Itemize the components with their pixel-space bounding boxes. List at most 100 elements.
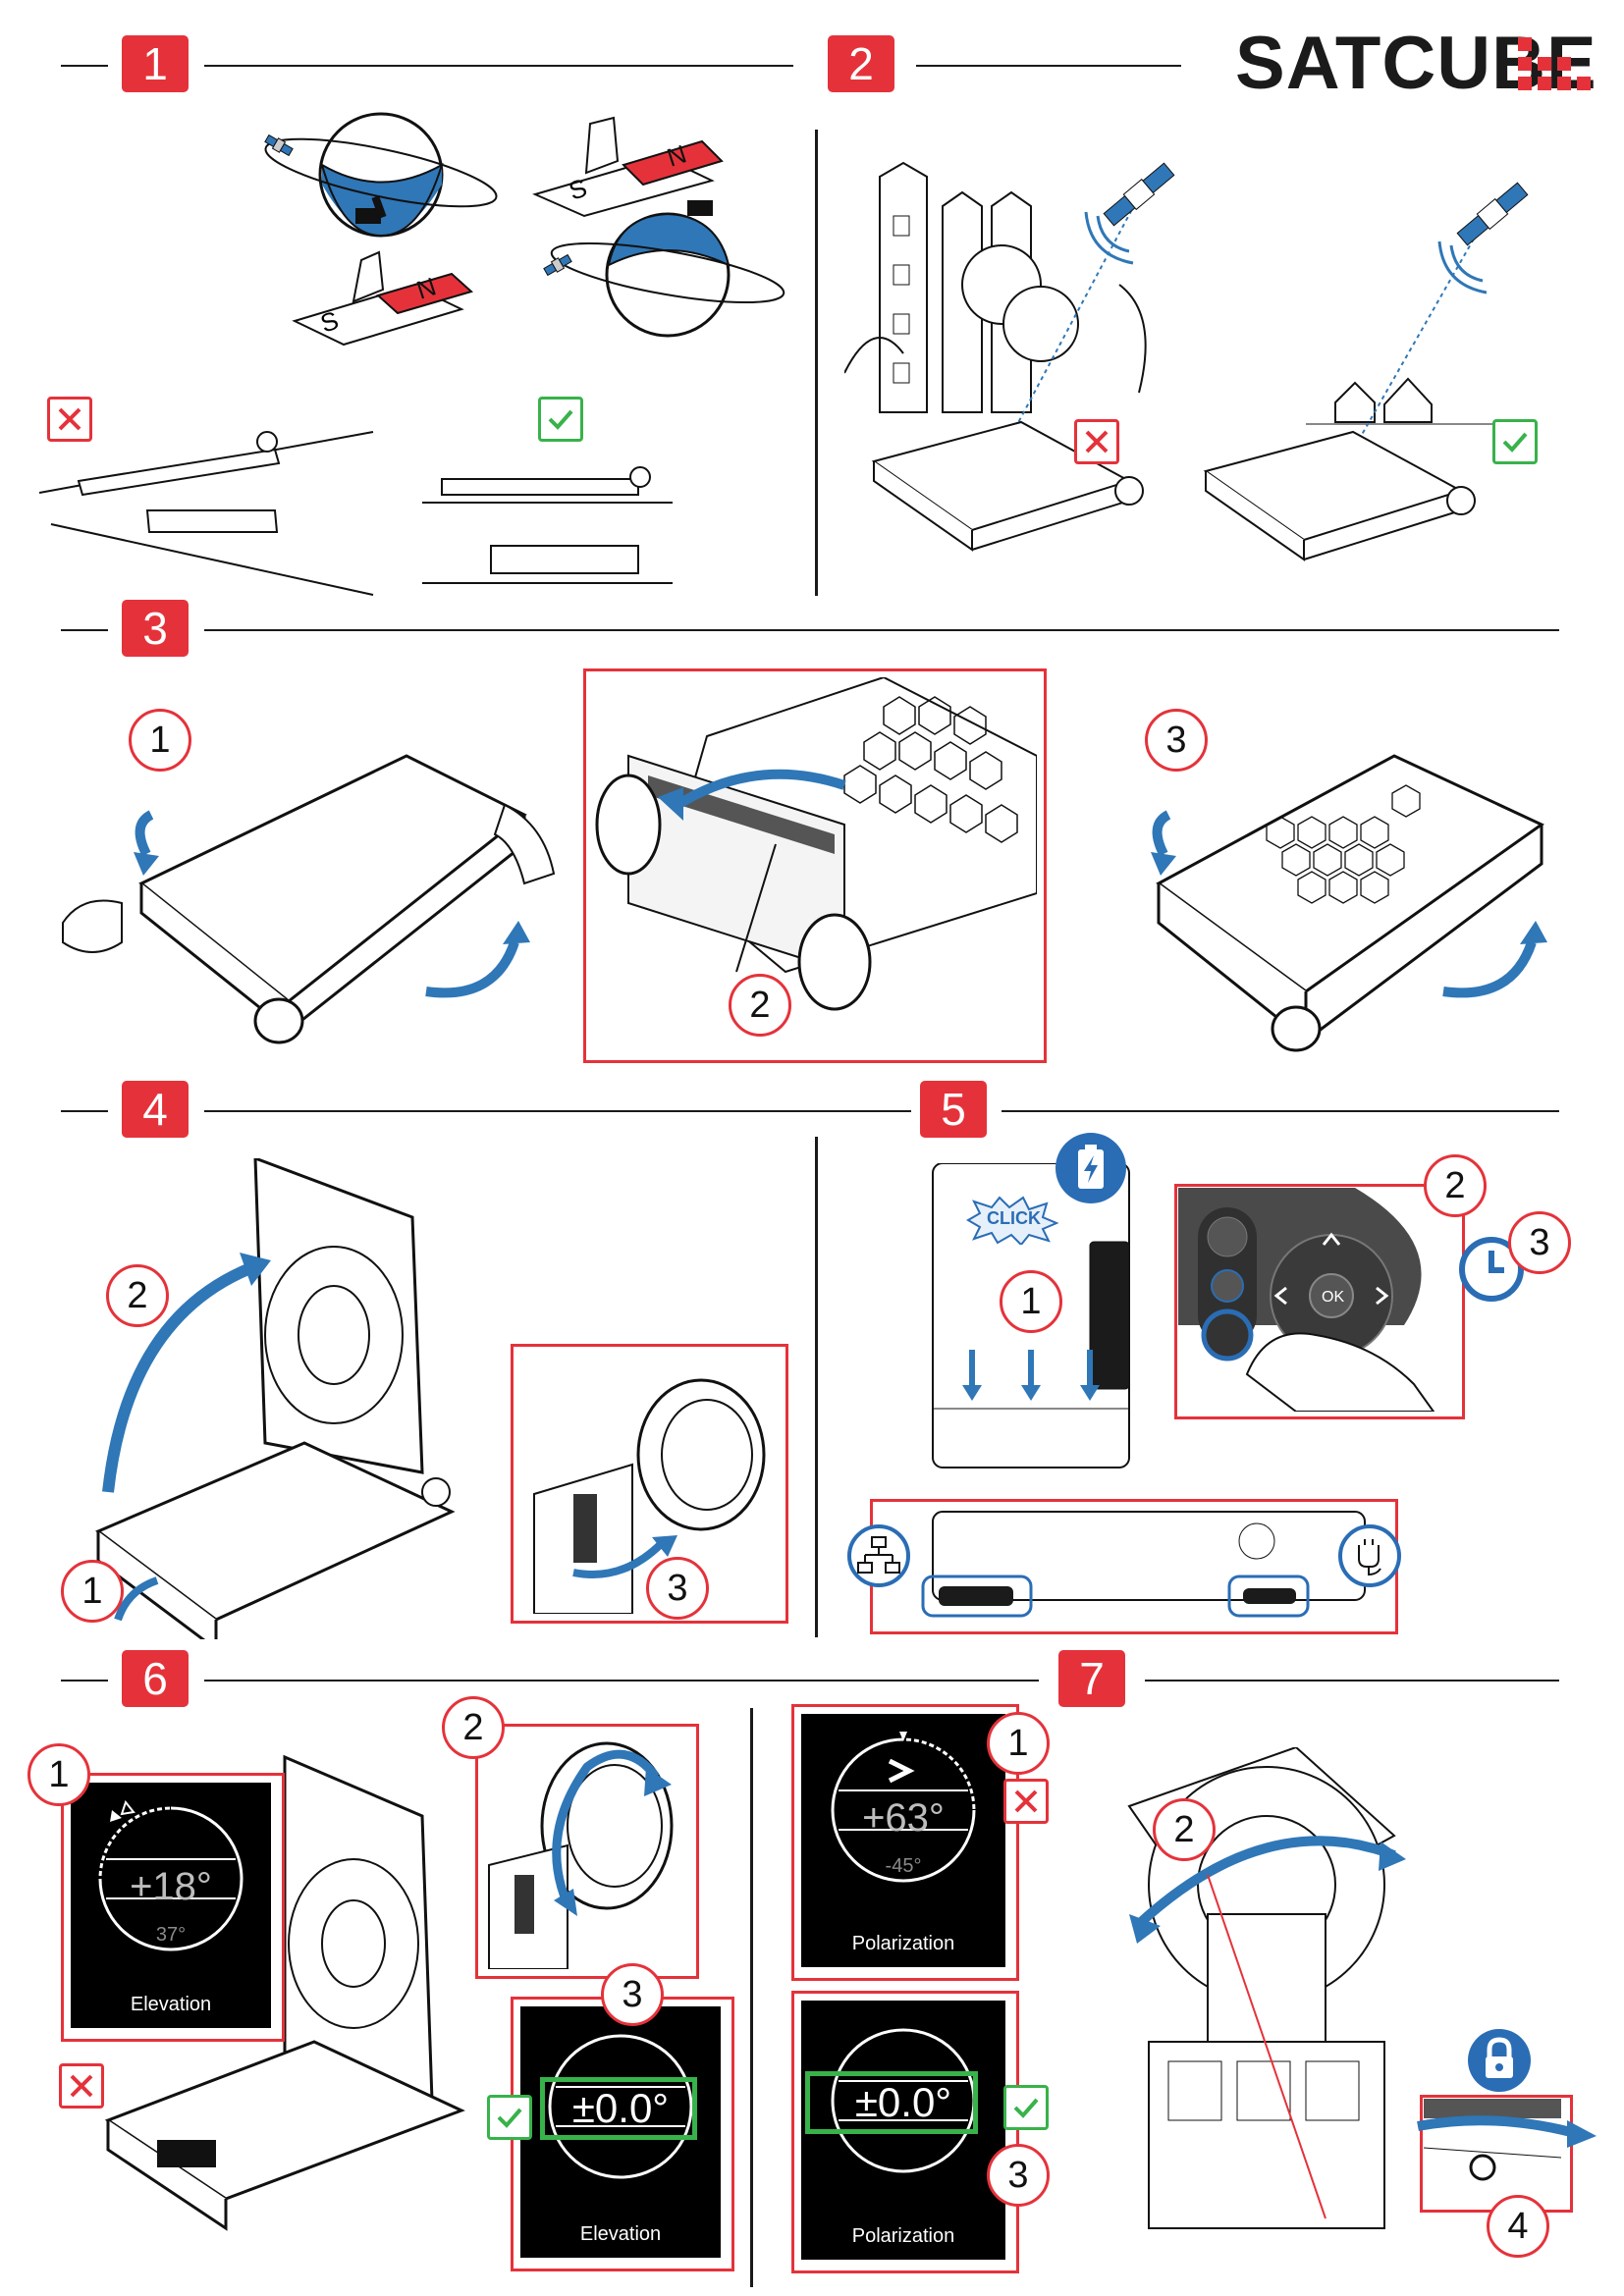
elevation-screen-good: ±0.0° Elevation [520,2006,721,2258]
elevation-bad-x-icon [59,2063,104,2109]
callout-7-1: 1 [987,1712,1050,1775]
callout-4-3: 3 [646,1557,709,1620]
brand-logo: SATCUBE [1235,22,1597,105]
elevation-screen-bad: +18° 37° Elevation [71,1783,271,2028]
callout-6-2: 2 [442,1696,505,1759]
compass-level-north: S N [292,250,474,347]
callout-3-3: 3 [1145,709,1208,772]
polarization-screen-bad-box [791,1704,1019,1981]
satellite-icon-clear [1456,182,1529,246]
clear-view-illustration [1203,182,1529,561]
callout-5-1: 1 [1000,1270,1062,1333]
polarization-good-highlight [805,2071,978,2134]
rule-3-left [61,629,108,631]
step-badge-6: 6 [122,1650,189,1707]
step-badge-4: 4 [122,1081,189,1138]
rule-3-right [204,629,1559,631]
rule-4-left [61,1110,108,1112]
terminal-level-side-view [422,466,673,584]
divider-4-5 [815,1137,818,1637]
elevation-caption-good: Elevation [579,2223,662,2245]
polarization-screen-good: ±0.0° Polarization [801,2001,1005,2260]
callout-3-2: 2 [729,974,791,1037]
callout-6-1: 1 [27,1743,90,1806]
step-badge-1: 1 [122,35,189,92]
elevation-knob-rotate-illustration [488,1741,674,1969]
clear-view-check-icon [1492,419,1538,464]
click-burst [966,1196,1058,1245]
divider-6-7 [750,1708,753,2287]
battery-charge-icon [1056,1133,1126,1203]
elevation-caption-bad: Elevation [130,1994,212,2015]
elevation-adjust-illustration [104,1754,465,2231]
elevation-good-highlight [540,2077,697,2140]
rule-1-left [61,65,108,67]
elevation-lock-detail-box [511,1344,788,1624]
hinge-lever-illustration [595,677,1037,1011]
rule-6-left [61,1680,108,1682]
power-plug-icon [1338,1524,1401,1587]
rule-5-right [1001,1110,1559,1112]
callout-7-2: 2 [1153,1798,1216,1861]
brand-dots-icon [1518,37,1591,90]
elevation-knob-detail-box [475,1724,699,1979]
rule-1-right [204,65,793,67]
rule-4-right [204,1110,911,1112]
step-badge-7: 7 [1058,1650,1125,1707]
callout-5-2: 2 [1424,1154,1487,1217]
callout-5-3: 3 [1508,1211,1571,1274]
clock-icon [1459,1237,1524,1302]
polarization-lock-illustration [1417,2099,1597,2181]
elevation-target-bad: 37° [155,1924,187,1946]
good-level-check-icon [538,397,583,442]
polarization-screen-good-box [791,1991,1019,2273]
elevation-good-check-icon [487,2095,532,2140]
satellite-icon [1103,162,1175,227]
callout-4-2: 2 [106,1264,169,1327]
northern-hemisphere-globe [264,112,498,238]
elevation-dial-icon [97,1800,244,1951]
terminal-tilted-side-view [39,431,374,596]
panel-raise-illustration [95,1158,456,1639]
elevation-screen-bad-box [61,1773,285,2042]
polarization-screen-bad: +63° -45° Polarization [801,1714,1005,1967]
step-badge-3: 3 [122,600,189,657]
lid-open-illustration [62,754,556,1044]
step-badge-5: 5 [920,1081,987,1138]
click-label: CLICK [987,1208,1041,1228]
lock-icon [1468,2029,1531,2092]
polarization-value-bad: +63° [862,1796,945,1840]
polarization-value-good: ±0.0° [854,2079,952,2125]
callout-4-1: 1 [61,1560,124,1623]
ok-key-label: OK [1322,1289,1344,1306]
rule-6-right [204,1680,1039,1682]
polarization-caption-bad: Polarization [851,1933,955,1954]
ports-illustration [921,1511,1366,1618]
hinge-detail-box [583,668,1047,1063]
divider-1-2 [815,130,818,596]
keypad-illustration: OK [1178,1188,1435,1412]
southern-hemisphere-globe [543,200,785,338]
compass-level-south: S N [532,116,724,218]
power-button-detail-box [1174,1184,1465,1419]
lid-removed-illustration [1151,754,1547,1052]
elevation-value-bad: +18° [130,1865,212,1908]
rule-7-right [1145,1680,1559,1682]
polarization-caption-good: Polarization [851,2225,955,2247]
network-icon [847,1524,910,1587]
obstructed-x-icon [1074,419,1119,464]
elevation-knob-illustration [533,1378,766,1614]
rule-2-right [916,65,1181,67]
obstructed-view-illustration [844,161,1175,552]
bad-level-x-icon [47,397,92,442]
elevation-value-good: ±0.0° [571,2085,670,2131]
polarization-rotate-illustration [1127,1747,1406,2229]
polarization-bad-x-icon [1003,1779,1049,1824]
callout-7-4: 4 [1487,2195,1549,2258]
step-badge-2: 2 [828,35,894,92]
polarization-target-bad: -45° [885,1855,922,1877]
polarization-good-check-icon [1003,2085,1049,2130]
callout-3-1: 1 [129,709,191,772]
polarization-dial-icon [831,1732,977,1883]
callout-6-3: 3 [601,1963,664,2026]
